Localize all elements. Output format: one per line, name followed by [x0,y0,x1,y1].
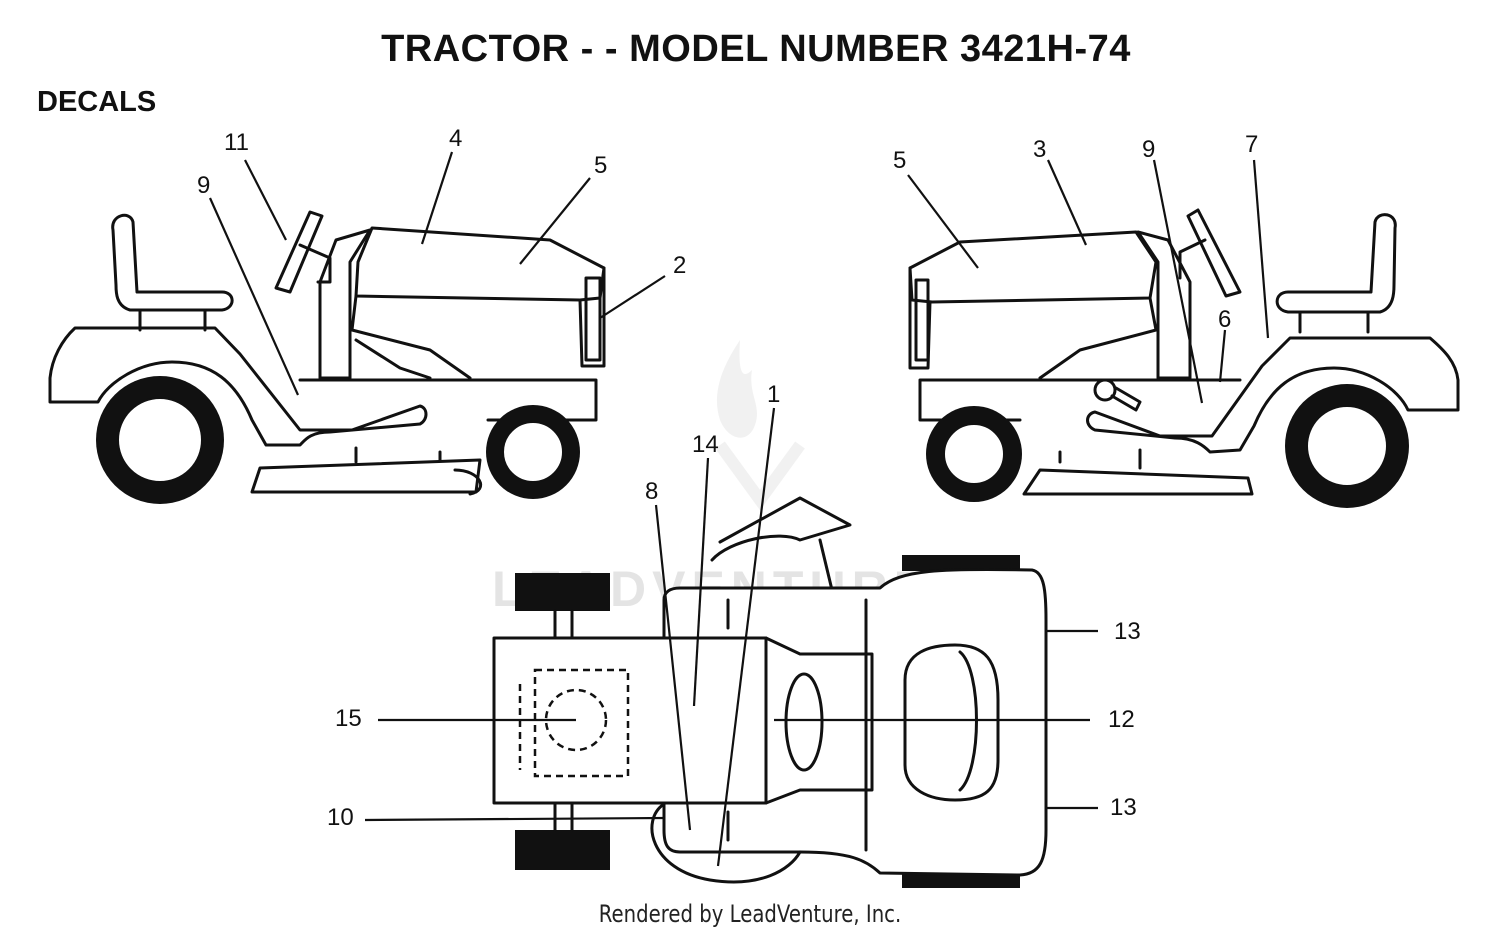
callout-14: 14 [692,431,719,458]
callout-12: 12 [1108,706,1135,733]
callout-5-right: 5 [893,147,906,174]
callout-6: 6 [1218,306,1231,333]
tractor-left-side-view [48,210,606,504]
tractor-right-side-view [908,208,1460,508]
callout-9-right: 9 [1142,136,1155,163]
callout-13-bottom: 13 [1110,794,1137,821]
page-title: TRACTOR - - MODEL NUMBER 3421H-74 [381,28,1131,70]
callout-10: 10 [327,804,354,831]
tractor-top-view [492,496,1048,888]
render-credit: Rendered by LeadVenture, Inc. [598,900,902,928]
front-tire-top [515,573,610,611]
rear-tire-top [902,555,1020,571]
decal-diagram: LEADVENTURE [48,125,1460,888]
callout-9-left: 9 [197,172,210,199]
callout-13-top: 13 [1114,618,1141,645]
front-tire-bottom [515,830,610,870]
callout-4: 4 [449,125,462,152]
callout-7: 7 [1245,131,1258,158]
callout-5-left: 5 [594,152,607,179]
leader-lines [208,151,1270,867]
callout-2: 2 [673,252,686,279]
callout-15: 15 [335,705,362,732]
callout-3: 3 [1033,136,1046,163]
callouts: 11 9 4 5 2 5 3 9 7 6 1 14 8 15 10 12 13 … [197,125,1258,831]
callout-1: 1 [767,381,780,408]
callout-11: 11 [224,129,249,156]
section-heading: DECALS [37,86,157,118]
callout-8: 8 [645,478,658,505]
